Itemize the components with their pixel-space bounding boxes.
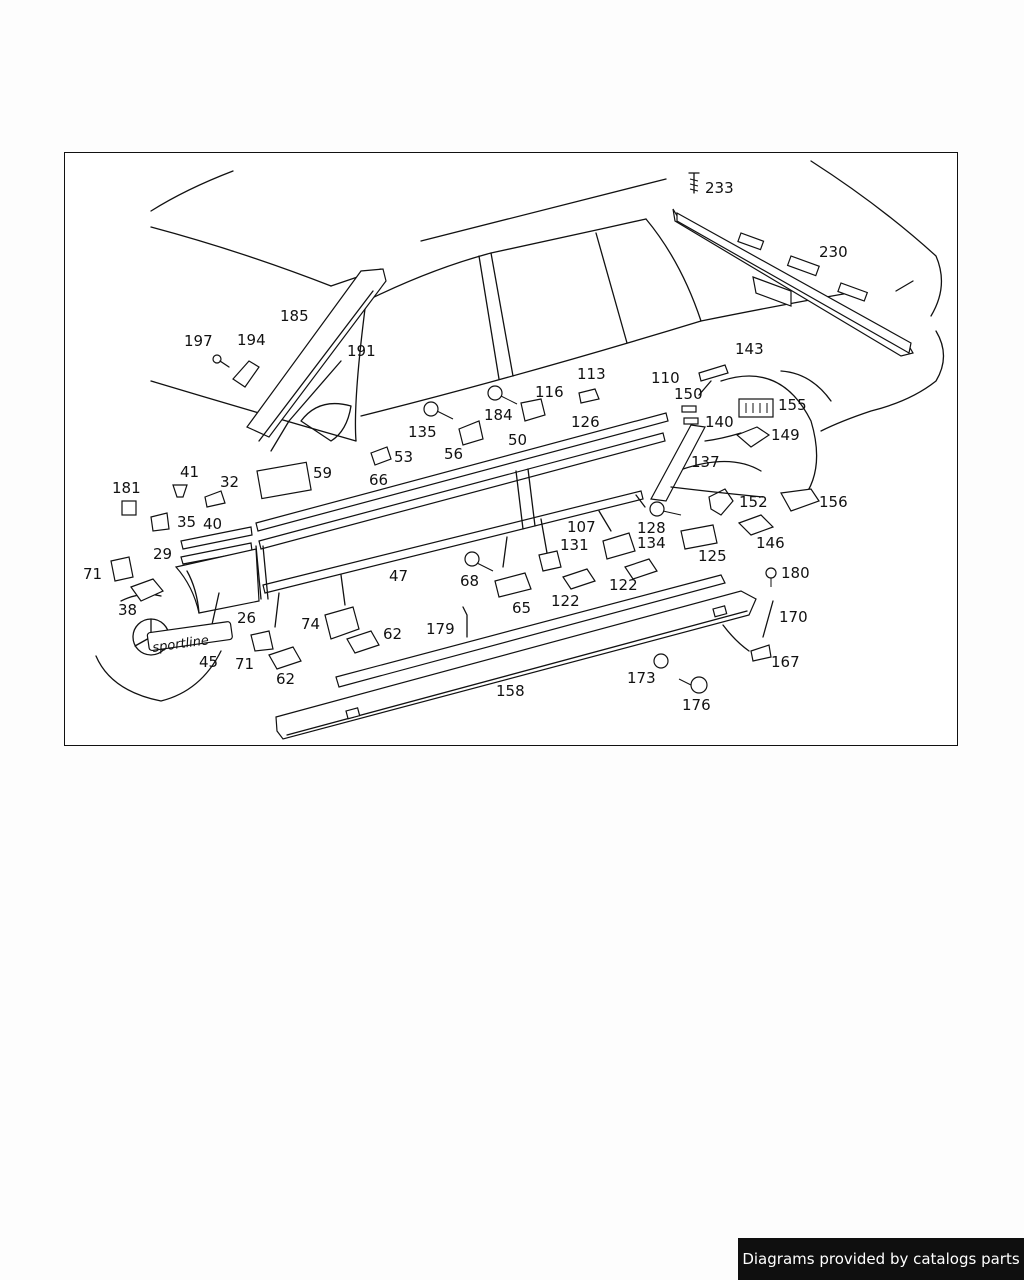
callout-40: 40 bbox=[203, 515, 222, 533]
sportline-emblem-45 bbox=[146, 621, 233, 652]
callout-233: 233 bbox=[705, 179, 734, 197]
callout-135: 135 bbox=[408, 423, 437, 441]
callout-126: 126 bbox=[571, 413, 600, 431]
callout-71-upper: 71 bbox=[83, 565, 102, 583]
callout-38: 38 bbox=[118, 601, 137, 619]
callout-152: 152 bbox=[739, 493, 768, 511]
callout-128: 128 bbox=[637, 519, 666, 537]
a-pillar-trim-185-191 bbox=[246, 268, 387, 452]
callout-137: 137 bbox=[691, 453, 720, 471]
callout-143: 143 bbox=[735, 340, 764, 358]
callout-150: 150 bbox=[674, 385, 703, 403]
callout-185: 185 bbox=[280, 307, 309, 325]
callout-71-lower: 71 bbox=[235, 655, 254, 673]
callout-180: 180 bbox=[781, 564, 810, 582]
credit-banner: Diagrams provided by catalogs parts bbox=[738, 1238, 1024, 1280]
callout-156: 156 bbox=[819, 493, 848, 511]
callout-181: 181 bbox=[112, 479, 141, 497]
callout-158: 158 bbox=[496, 682, 525, 700]
callout-62-upper: 62 bbox=[383, 625, 402, 643]
car-body-outline bbox=[95, 160, 945, 702]
callout-107: 107 bbox=[567, 518, 596, 536]
callout-110: 110 bbox=[651, 369, 680, 387]
callout-29: 29 bbox=[153, 545, 172, 563]
callout-116: 116 bbox=[535, 383, 564, 401]
rocker-panel-158 bbox=[275, 574, 757, 740]
callout-184: 184 bbox=[484, 406, 513, 424]
callout-56: 56 bbox=[444, 445, 463, 463]
callout-66: 66 bbox=[369, 471, 388, 489]
fasteners-and-clips bbox=[110, 172, 820, 694]
callout-176: 176 bbox=[682, 696, 711, 714]
callout-50: 50 bbox=[508, 431, 527, 449]
diagram-frame: sportline 233 230 185 191 197 194 143 11… bbox=[64, 152, 958, 746]
exploded-parts-diagram: sportline 233 230 185 191 197 194 143 11… bbox=[83, 160, 945, 740]
callout-122-left: 122 bbox=[551, 592, 580, 610]
callout-68: 68 bbox=[460, 572, 479, 590]
door-side-moldings bbox=[180, 412, 669, 600]
credit-text: Diagrams provided by catalogs parts bbox=[742, 1250, 1020, 1268]
callout-62-lower: 62 bbox=[276, 670, 295, 688]
callout-26: 26 bbox=[237, 609, 256, 627]
callout-32: 32 bbox=[220, 473, 239, 491]
part-callouts: 233 230 185 191 197 194 143 110 150 113 … bbox=[83, 179, 848, 714]
callout-155: 155 bbox=[778, 396, 807, 414]
wheel-arch-trim-110 bbox=[650, 424, 706, 502]
callout-194: 194 bbox=[237, 331, 266, 349]
callout-167: 167 bbox=[771, 653, 800, 671]
callout-122-right: 122 bbox=[609, 576, 638, 594]
callout-131: 131 bbox=[560, 536, 589, 554]
leader-arrows bbox=[210, 380, 764, 652]
callout-173: 173 bbox=[627, 669, 656, 687]
callout-113: 113 bbox=[577, 365, 606, 383]
callout-59: 59 bbox=[313, 464, 332, 482]
callout-41: 41 bbox=[180, 463, 199, 481]
callout-125: 125 bbox=[698, 547, 727, 565]
rear-bumper-cover-230 bbox=[672, 208, 914, 357]
callout-140: 140 bbox=[705, 413, 734, 431]
callout-53: 53 bbox=[394, 448, 413, 466]
callout-191: 191 bbox=[347, 342, 376, 360]
callout-47: 47 bbox=[389, 567, 408, 585]
callout-65: 65 bbox=[512, 599, 531, 617]
callout-197: 197 bbox=[184, 332, 213, 350]
callout-45: 45 bbox=[199, 653, 218, 671]
callout-134: 134 bbox=[637, 534, 666, 552]
callout-179: 179 bbox=[426, 620, 455, 638]
callout-35: 35 bbox=[177, 513, 196, 531]
callout-230: 230 bbox=[819, 243, 848, 261]
callout-170: 170 bbox=[779, 608, 808, 626]
callout-74: 74 bbox=[301, 615, 320, 633]
fender-molding-29-26 bbox=[174, 548, 260, 614]
callout-146: 146 bbox=[756, 534, 785, 552]
callout-149: 149 bbox=[771, 426, 800, 444]
